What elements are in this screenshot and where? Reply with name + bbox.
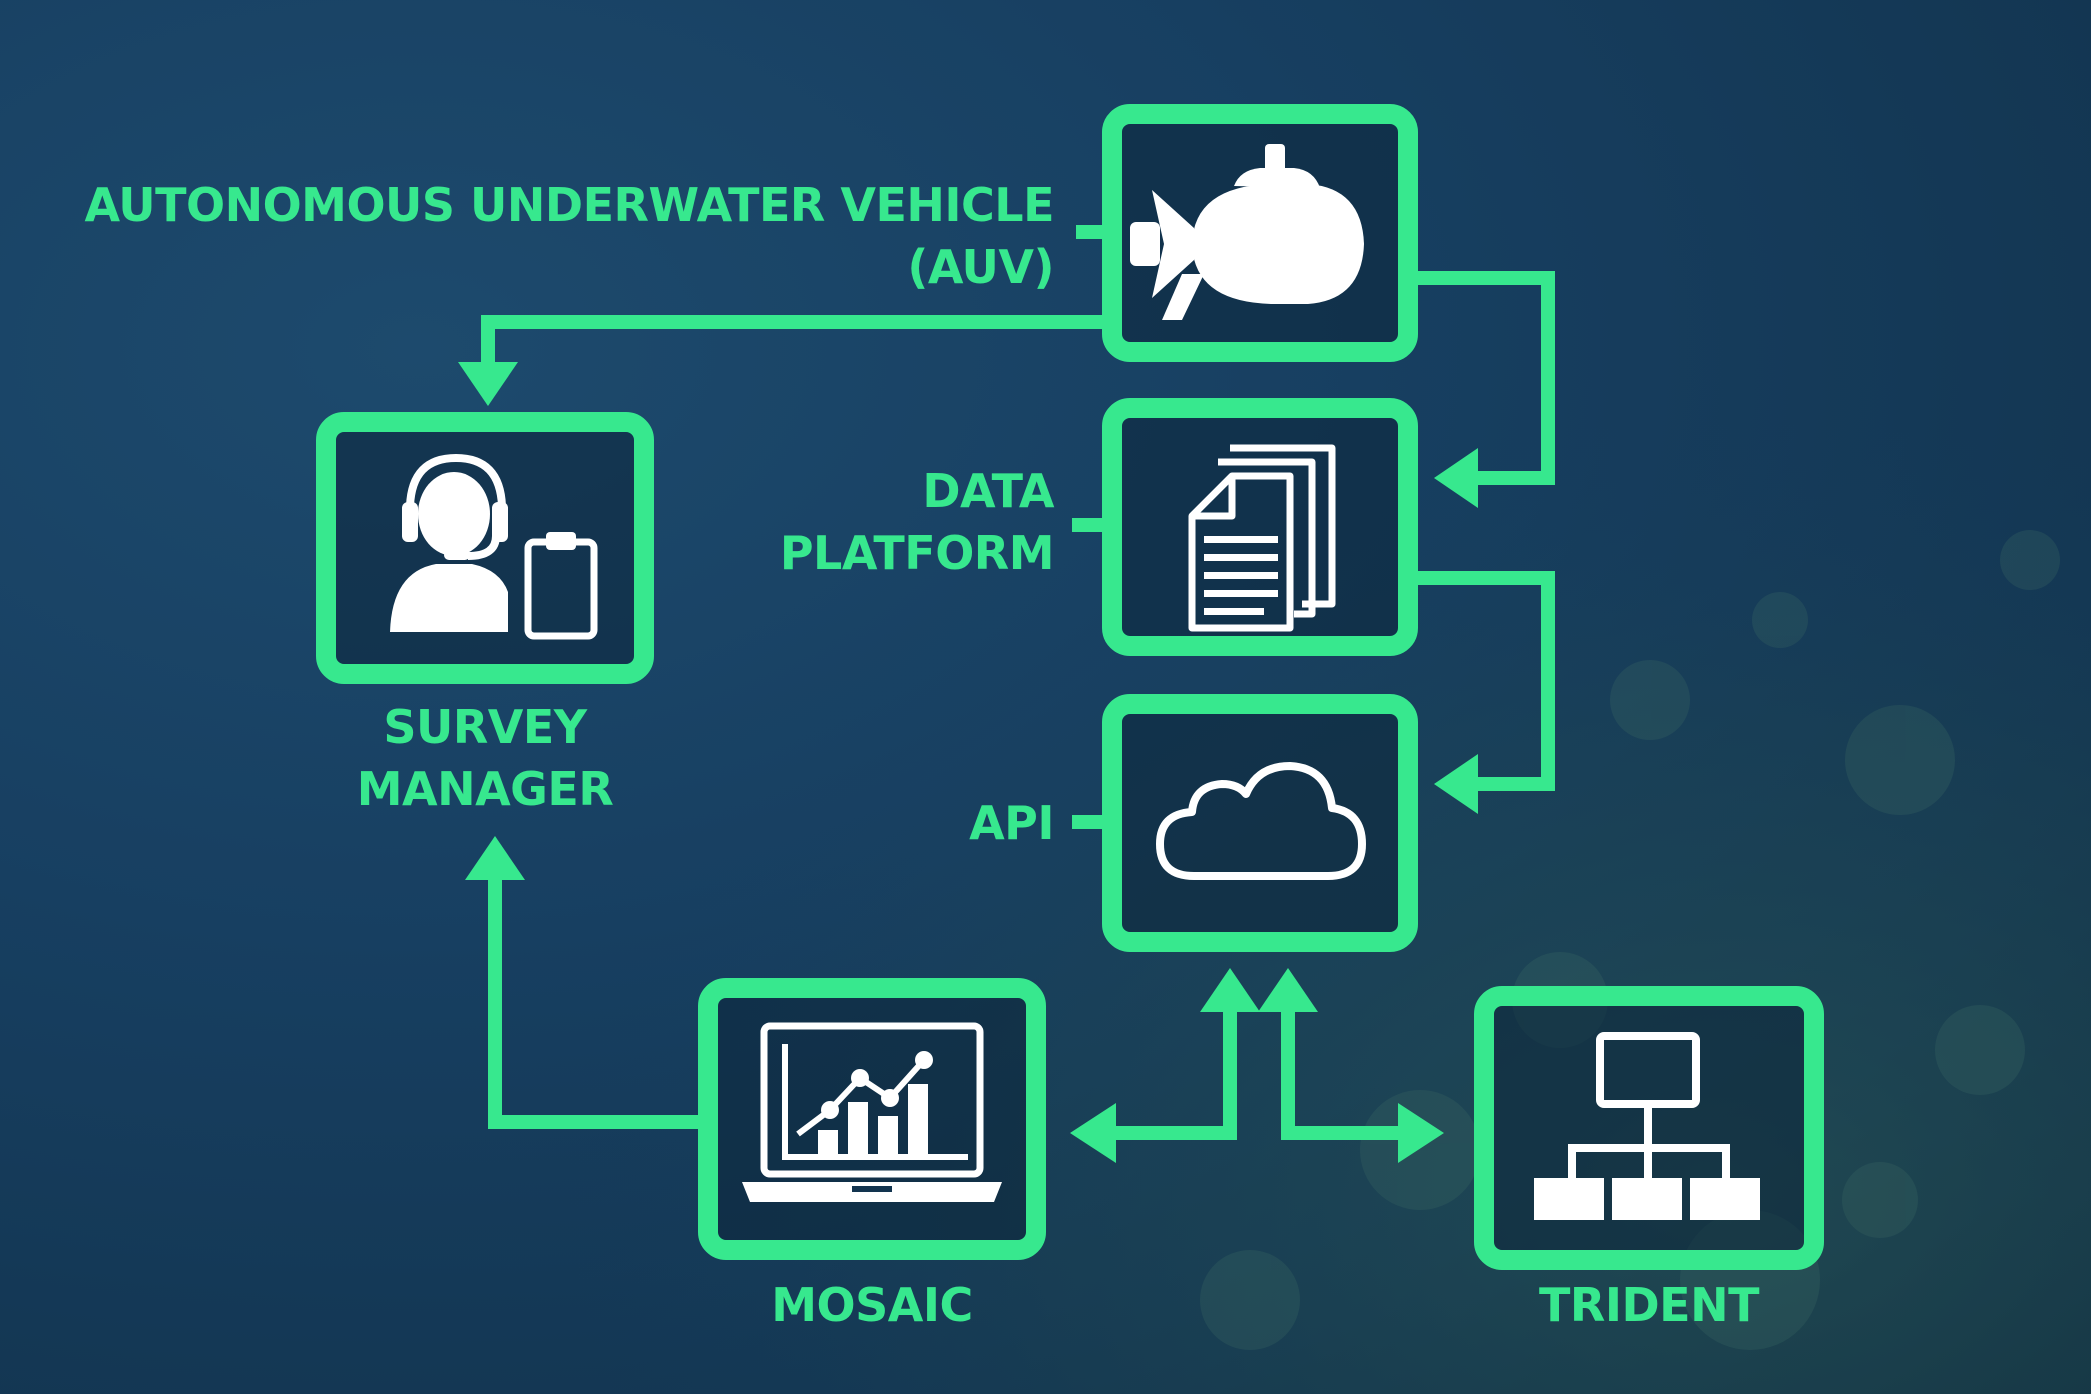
mosaic-label: MOSAIC [692, 1274, 1052, 1336]
auv-label-line1: AUTONOMOUS UNDERWATER VEHICLE [84, 178, 1055, 232]
auv-label-line2: (AUV) [907, 240, 1054, 294]
operator-clipboard-icon [390, 453, 598, 640]
survey-manager-label: SURVEY MANAGER [305, 696, 665, 820]
arrowhead-api [1434, 754, 1478, 814]
connector-api-mosaic [1110, 1010, 1237, 1140]
arrowhead-survey-manager-top [458, 362, 518, 406]
mosaic-node [698, 978, 1046, 1260]
trident-label: TRIDENT [1469, 1274, 1829, 1336]
mosaic-label-text: MOSAIC [771, 1278, 973, 1332]
survey-manager-node [316, 412, 654, 684]
laptop-chart-icon [742, 1022, 1002, 1202]
documents-icon [1188, 444, 1336, 632]
connector-auv-to-survey-manager [481, 315, 1112, 370]
survey-manager-label-line1: SURVEY [383, 700, 587, 754]
connector-api-trident [1281, 1010, 1400, 1140]
trident-label-text: TRIDENT [1539, 1278, 1759, 1332]
api-label: API [969, 792, 1054, 854]
survey-manager-label-line2: MANAGER [356, 762, 614, 816]
trident-node [1474, 986, 1824, 1270]
arrowhead-survey-manager-bottom [465, 836, 525, 880]
data-platform-label-line2: PLATFORM [779, 526, 1055, 580]
arrowhead-trident [1398, 1103, 1444, 1163]
data-platform-node [1102, 398, 1418, 656]
auv-label: AUTONOMOUS UNDERWATER VEHICLE (AUV) [84, 174, 1055, 298]
arrowhead-api-left [1200, 968, 1260, 1012]
api-node [1102, 694, 1418, 952]
data-platform-label-line1: DATA [922, 464, 1054, 518]
connector-data-platform-to-api [1412, 571, 1555, 791]
cloud-icon [1156, 762, 1366, 880]
data-platform-label: DATA PLATFORM [779, 460, 1055, 584]
auv-node [1102, 104, 1418, 362]
network-hierarchy-icon [1534, 1032, 1760, 1220]
api-label-text: API [969, 796, 1054, 850]
connector-mosaic-to-survey-manager [488, 872, 700, 1129]
arrowhead-mosaic [1070, 1103, 1116, 1163]
arrowhead-api-right [1258, 968, 1318, 1012]
arrowhead-data-platform [1434, 448, 1478, 508]
connector-auv-to-data-platform [1412, 271, 1555, 485]
submarine-icon [1130, 144, 1364, 320]
